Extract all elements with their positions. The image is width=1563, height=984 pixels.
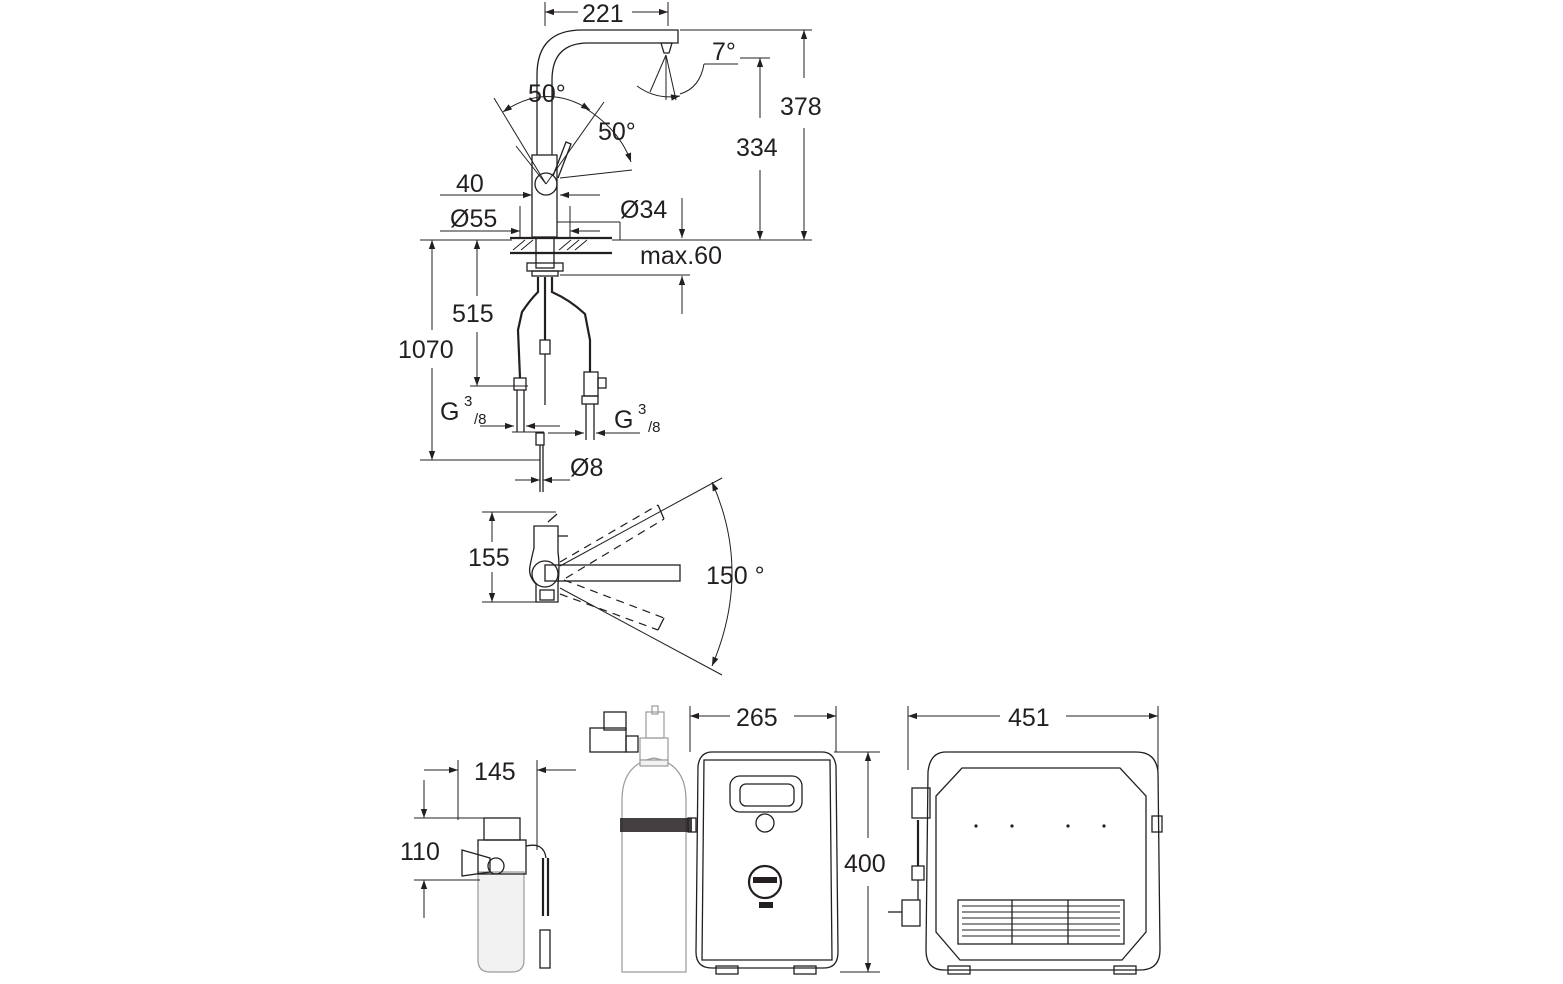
co2-cylinder <box>589 705 697 973</box>
dim-spout-tilt: 7° <box>712 38 736 66</box>
power-connector <box>911 787 931 819</box>
power-plug <box>901 899 921 927</box>
thread-right-sub: /8 <box>648 419 661 436</box>
dim-chiller-height: 400 <box>844 850 886 878</box>
dim-lever-angle-right: 50° <box>598 118 636 146</box>
dim-base-diameter: Ø55 <box>450 205 497 233</box>
faucet-aerator <box>660 42 673 54</box>
thread-right-sup: 3 <box>638 401 646 418</box>
dim-top-depth: 155 <box>468 544 510 572</box>
faucet-top-view: 150 ° 155 <box>468 477 765 676</box>
chiller-side: 451 <box>888 704 1163 975</box>
chiller-side-housing <box>925 751 1161 971</box>
dim-filter-height: 110 <box>400 838 440 866</box>
dim-total-height: 378 <box>780 93 822 121</box>
dim-lever-offset: 40 <box>456 170 484 198</box>
cylinder-body <box>621 757 687 973</box>
dim-max-deck-thickness: max.60 <box>640 242 722 270</box>
dim-chiller-depth: 265 <box>736 704 778 732</box>
hose-right <box>550 277 592 372</box>
chiller-front-housing <box>695 751 839 969</box>
chiller-button <box>755 813 775 833</box>
dim-chiller-width: 451 <box>1008 704 1050 732</box>
thread-left-sub: /8 <box>474 411 487 428</box>
dim-hose-length-short: 515 <box>452 300 494 328</box>
hose-left <box>516 277 540 379</box>
filter-unit: 145 110 <box>400 758 576 973</box>
top-body <box>528 525 560 603</box>
chiller-logo <box>747 864 783 900</box>
dim-body-diameter: Ø34 <box>620 196 667 224</box>
filter-cartridge <box>477 871 525 973</box>
lever-hub <box>534 172 558 196</box>
dim-swivel-angle: 150 ° <box>706 562 765 590</box>
thread-right-main: G <box>614 406 633 434</box>
cylinder-regulator <box>589 727 627 753</box>
vent-grille <box>957 899 1125 945</box>
chiller-display <box>729 775 803 813</box>
dim-filter-width: 145 <box>474 758 516 786</box>
faucet-lever <box>552 141 572 179</box>
dim-hose-length-long: 1070 <box>398 336 454 364</box>
dim-spout-reach: 221 <box>582 0 624 28</box>
faucet-spout <box>536 29 679 155</box>
top-spout <box>544 564 681 582</box>
dim-outlet-height: 334 <box>736 134 778 162</box>
chiller-front: 265 400 <box>689 704 886 975</box>
dim-pipe-diameter: Ø8 <box>570 454 603 482</box>
faucet-side-view: 221 7° 378 334 50° 50° 40 Ø55 Ø34 <box>398 0 822 492</box>
thread-left-sup: 3 <box>464 393 472 410</box>
dim-lever-angle-left: 50° <box>528 80 566 108</box>
thread-left-main: G <box>440 398 459 426</box>
